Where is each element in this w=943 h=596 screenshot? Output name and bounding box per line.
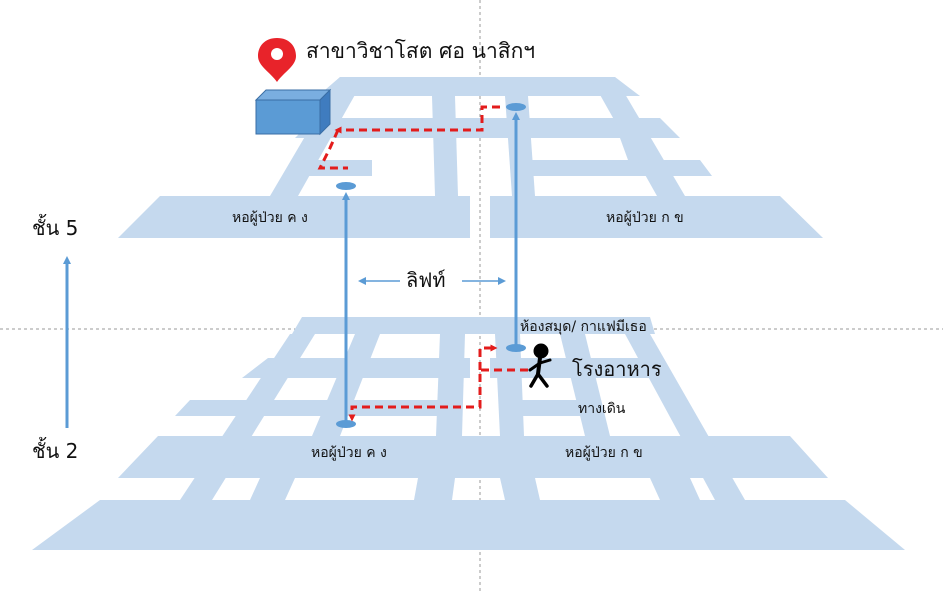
lift-markers (336, 103, 526, 428)
floor-plan-lower (32, 317, 905, 550)
ward-label-upper-right: หอผู้ป่วย ก ข (606, 210, 684, 226)
floor-label-upper: ชั้น 5 (32, 216, 79, 240)
route-upper (317, 105, 500, 170)
lift-shafts (342, 112, 520, 422)
library-cafe-label: ห้องสมุด/ กาแฟมีเธอ (520, 319, 647, 335)
ward-label-lower-right: หอผู้ป่วย ก ข (565, 445, 643, 461)
ward-label-lower-left: หอผู้ป่วย ค ง (311, 445, 387, 461)
lift-label: ลิฟท์ (406, 268, 446, 292)
walkway-label: ทางเดิน (578, 401, 626, 417)
floor-plan-upper (118, 77, 823, 238)
building-block-icon (254, 88, 332, 136)
destination-label: สาขาวิชาโสต ศอ นาสิกฯ (306, 39, 536, 63)
floor-label-lower: ชั้น 2 (32, 439, 79, 463)
route-lower (348, 344, 528, 422)
cafeteria-label: โรงอาหาร (572, 357, 662, 381)
walking-person-icon (528, 343, 552, 388)
ward-label-upper-left: หอผู้ป่วย ค ง (232, 210, 308, 226)
map-pin-icon (258, 38, 296, 82)
